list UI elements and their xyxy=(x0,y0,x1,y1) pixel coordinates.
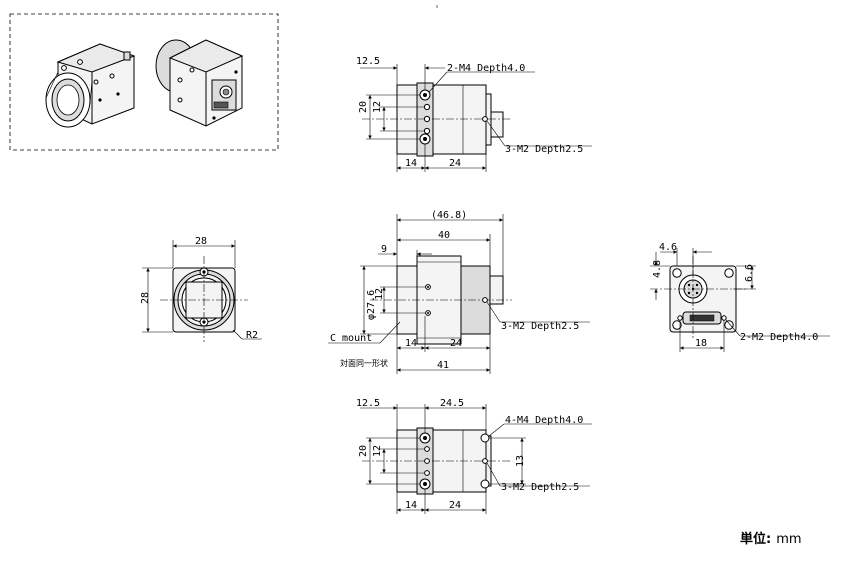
iso-views xyxy=(9,13,279,151)
note-rear-holes: 2-M2 Depth4.0 xyxy=(740,332,818,343)
dim-rear-x: 4.6 xyxy=(659,242,677,253)
note-side-back: 3-M2 Depth2.5 xyxy=(501,321,579,332)
note-side-face: 対面同一形状 xyxy=(340,358,388,368)
dim-bottom-height-inner: 12 xyxy=(372,445,383,457)
units-separator: : xyxy=(766,532,771,547)
dim-front-width: 28 xyxy=(195,236,207,247)
dim-bottom-right: 13 xyxy=(515,455,526,467)
note-side-mount: C mount xyxy=(330,333,372,344)
dim-top-flange: 12.5 xyxy=(356,56,380,67)
side-view: (46.8) 40 9 φ27.6 12 C mount 対面同一形状 3-M2… xyxy=(328,210,590,374)
dim-side-overall: (46.8) xyxy=(431,210,467,221)
dim-top-height-inner: 12 xyxy=(372,101,383,113)
dim-bottom-body: 24 xyxy=(449,500,461,511)
dim-front-radius: R2 xyxy=(246,330,258,341)
dim-top-body: 24 xyxy=(449,158,461,169)
dim-top-front: 14 xyxy=(405,158,417,169)
m2-hole-icon xyxy=(482,116,488,122)
dim-rear-right: 6.6 xyxy=(744,264,755,282)
dim-bottom-flange: 12.5 xyxy=(356,398,380,409)
dim-side-front: 14 xyxy=(405,338,417,349)
dim-side-flange: 9 xyxy=(381,244,387,255)
dim-front-height: 28 xyxy=(140,292,151,304)
note-top-holes: 2-M4 Depth4.0 xyxy=(447,63,525,74)
dim-bottom-depth: 24.5 xyxy=(440,398,464,409)
dim-side-inner: 12 xyxy=(374,288,385,300)
dim-side-diameter: φ27.6 xyxy=(366,290,377,320)
units-label: 単位: mm xyxy=(740,531,802,547)
note-top-back: 3-M2 Depth2.5 xyxy=(505,144,583,155)
dim-bottom-height-outer: 20 xyxy=(358,445,369,457)
iso-camera-front xyxy=(45,43,136,128)
svg-text:単位:mm: 単位: mm xyxy=(740,531,802,547)
dim-bottom-front: 14 xyxy=(405,500,417,511)
note-bottom-holes: 4-M4 Depth4.0 xyxy=(505,415,583,426)
units-label-text: 単位 xyxy=(740,531,766,547)
dim-rear-bottom: 18 xyxy=(695,338,707,349)
dim-side-body: 40 xyxy=(438,230,450,241)
bottom-view: 12.5 24.5 4-M4 Depth4.0 20 12 13 3-M2 De… xyxy=(356,398,592,514)
iso-frame xyxy=(9,13,279,151)
dim-side-total: 41 xyxy=(437,360,449,371)
units-value: mm xyxy=(776,532,801,547)
top-view: 12.5 2-M4 Depth4.0 20 12 3-M2 Depth2.5 1… xyxy=(356,56,592,172)
front-view: 28 28 R2 xyxy=(140,236,262,342)
dim-side-rear: 24 xyxy=(450,338,462,349)
iso-camera-rear xyxy=(155,39,244,127)
note-bottom-back: 3-M2 Depth2.5 xyxy=(501,482,579,493)
dim-top-height-outer: 20 xyxy=(358,101,369,113)
top-body xyxy=(432,84,487,155)
dim-rear-y: 4.8 xyxy=(652,260,663,278)
top-flange xyxy=(396,84,418,155)
rear-view: 4.6 4.8 6.6 18 2-M2 Depth4.0 xyxy=(650,242,830,352)
